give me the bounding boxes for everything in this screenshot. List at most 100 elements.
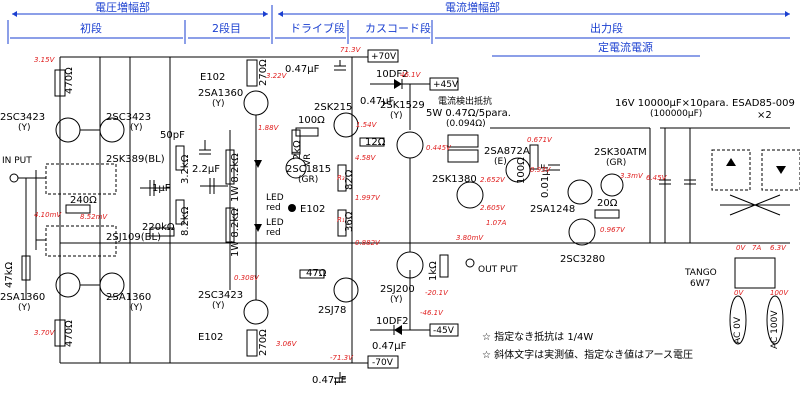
header-second-stage: 2段目 xyxy=(212,21,241,35)
meas-v13: 1.997V xyxy=(355,194,381,202)
c-1u: 1μF xyxy=(152,183,171,194)
rail-minus-70: -70V xyxy=(372,358,394,368)
meas-v25: 0.967V xyxy=(600,226,626,234)
cap-bank: 16V 10000μF×10para. xyxy=(615,98,729,109)
rail-plus-45: +45V xyxy=(433,80,459,90)
shunt-sub: (0.094Ω) xyxy=(446,119,486,129)
cap-bank-sub: (100000μF) xyxy=(650,109,702,119)
meas-v4: 3.70V xyxy=(34,329,56,337)
ac-7a-tap: 7A xyxy=(752,244,761,252)
rs-a: R₃ xyxy=(337,174,345,182)
q-2sa1360-bc: 2SA1360 xyxy=(106,292,151,303)
r-1w82k-b: 1W 8.2kΩ xyxy=(230,208,241,257)
shunt-label: 5W 0.47Ω/5para. xyxy=(426,108,511,119)
q-2sc3423-2: 2SC3423 xyxy=(198,290,243,301)
rail-minus-45: -45V xyxy=(433,326,455,336)
meas-v10: 46.1V xyxy=(400,71,422,79)
meas-v2: 4.10mV xyxy=(34,211,62,219)
meas-v6: 1.88V xyxy=(258,124,280,132)
cap-047-b-label: 0.47μF xyxy=(372,341,407,352)
meas-v21: 2.605V xyxy=(480,204,506,212)
q-2sa1360-bl: 2SA1360 xyxy=(0,292,45,303)
meas-v18: 0.445V xyxy=(426,144,452,152)
q-2sc3423-tc-rank: (Y) xyxy=(130,123,143,133)
measurements: 3.15V 4.10mV 8.52mV 3.70V 3.22V 1.88V 0.… xyxy=(34,46,668,362)
q-2sa872a: 2SA872A xyxy=(484,146,530,157)
meas-v24: 1.07A xyxy=(486,219,507,227)
header-ccs: 定電流電源 xyxy=(598,40,653,54)
meas-v16: -20.1V xyxy=(425,289,449,297)
q-2sk389: 2SK389(BL) xyxy=(106,154,165,165)
meas-v23: 3.80mV xyxy=(456,234,484,242)
input-label: IN PUT xyxy=(2,156,32,166)
c-50p: 50pF xyxy=(160,130,185,141)
meas-v22: 3.3mV xyxy=(620,172,644,180)
header-output-stage: 出力段 xyxy=(590,21,623,35)
e102-top: E102 xyxy=(200,72,225,83)
e102-mid: E102 xyxy=(300,204,325,215)
note-2: ☆ 斜体文字は実測値、指定なき値はアース電圧 xyxy=(482,348,693,361)
r-2k: 2kΩ xyxy=(292,140,303,160)
meas-v19: 2.652V xyxy=(480,176,506,184)
output-labels: 2SK1529 (Y) 2SJ200 (Y) 2SK1380 電流検出抵抗 5W… xyxy=(380,95,647,305)
q-2sj200: 2SJ200 xyxy=(380,284,415,295)
r-240: 240Ω xyxy=(70,195,97,206)
r-47k: 47kΩ xyxy=(4,261,15,288)
r-270-bot: 270Ω xyxy=(258,329,269,356)
diode-top-label: 10DF2 xyxy=(376,69,409,80)
note-1: ☆ 指定なき抵抗は 1/4W xyxy=(482,330,593,343)
header-cascode-stage: カスコード段 xyxy=(365,21,431,35)
q-2sa872a-rank: (E) xyxy=(494,157,507,167)
q-2sk1380: 2SK1380 xyxy=(432,174,477,185)
q-2sk30atm-rank: (GR) xyxy=(606,158,626,168)
meas-v7: 0.308V xyxy=(234,274,260,282)
led-a: LED xyxy=(266,193,284,203)
notes: ☆ 指定なき抵抗は 1/4W ☆ 斜体文字は実測値、指定なき値はアース電圧 xyxy=(482,330,693,361)
r-1k: 1kΩ xyxy=(428,261,439,281)
bridge-label: ESAD85-009 xyxy=(732,98,795,109)
meas-v1: 3.15V xyxy=(34,56,56,64)
r-vr: VR xyxy=(303,154,313,166)
meas-v14: 0.882V xyxy=(355,239,381,247)
led-b-color: red xyxy=(266,228,281,238)
meas-v11: 1.54V xyxy=(356,121,378,129)
input-stage: IN PUT xyxy=(2,57,228,363)
q-2sa1248: 2SA1248 xyxy=(530,204,575,215)
bot-100v: 100V xyxy=(770,289,789,297)
meas-v15: -71.3V xyxy=(330,354,354,362)
r-82: 82Ω xyxy=(344,169,355,190)
q-2sj200-rank: (Y) xyxy=(390,295,403,305)
q-2sc1815-rank: (GR) xyxy=(298,175,318,185)
output-devices xyxy=(396,127,651,279)
r-36: 36Ω xyxy=(344,211,355,232)
r-12: 12Ω xyxy=(365,137,386,148)
q-2sc3423-tl: 2SC3423 xyxy=(0,112,45,123)
bridge-x2: ×2 xyxy=(757,110,772,121)
rail-plus-70: +70V xyxy=(371,52,397,62)
q-2sk1529-rank: (Y) xyxy=(390,111,403,121)
r-47: 47Ω xyxy=(306,268,327,279)
meas-v5: 3.22V xyxy=(266,72,288,80)
q-2sa1360-bl-rank: (Y) xyxy=(18,303,31,313)
second-stage xyxy=(225,59,385,357)
q-2sc1815: 2SC1815 xyxy=(286,164,331,175)
q-2sk215: 2SK215 xyxy=(314,102,352,113)
diode-bot-label: 10DF2 xyxy=(376,316,409,327)
meas-v17: -46.1V xyxy=(420,309,444,317)
r-82k: 8.2kΩ xyxy=(180,206,191,236)
second-stage-labels: 270Ω 270Ω 2SA1360 (Y) 2SC3423 (Y) 1W 8.2… xyxy=(198,59,386,356)
q-2sj78: 2SJ78 xyxy=(318,305,346,316)
tango-label: TANGO xyxy=(684,268,717,278)
r-470-bl: 470Ω xyxy=(64,320,75,347)
led-b: LED xyxy=(266,218,284,228)
q-2sc3280: 2SC3280 xyxy=(560,254,605,265)
q-2sa1360-2-rank: (Y) xyxy=(212,99,225,109)
c-22u: 2.2μF xyxy=(192,164,220,175)
header-voltage-amp: 電圧増幅部 xyxy=(95,0,150,14)
r-20: 20Ω xyxy=(597,198,618,209)
led-a-color: red xyxy=(266,203,281,213)
q-2sc3423-tl-rank: (Y) xyxy=(18,123,31,133)
header-drive-stage: ドライブ段 xyxy=(290,21,345,35)
ac-63v-tap: 6.3V xyxy=(770,244,787,252)
